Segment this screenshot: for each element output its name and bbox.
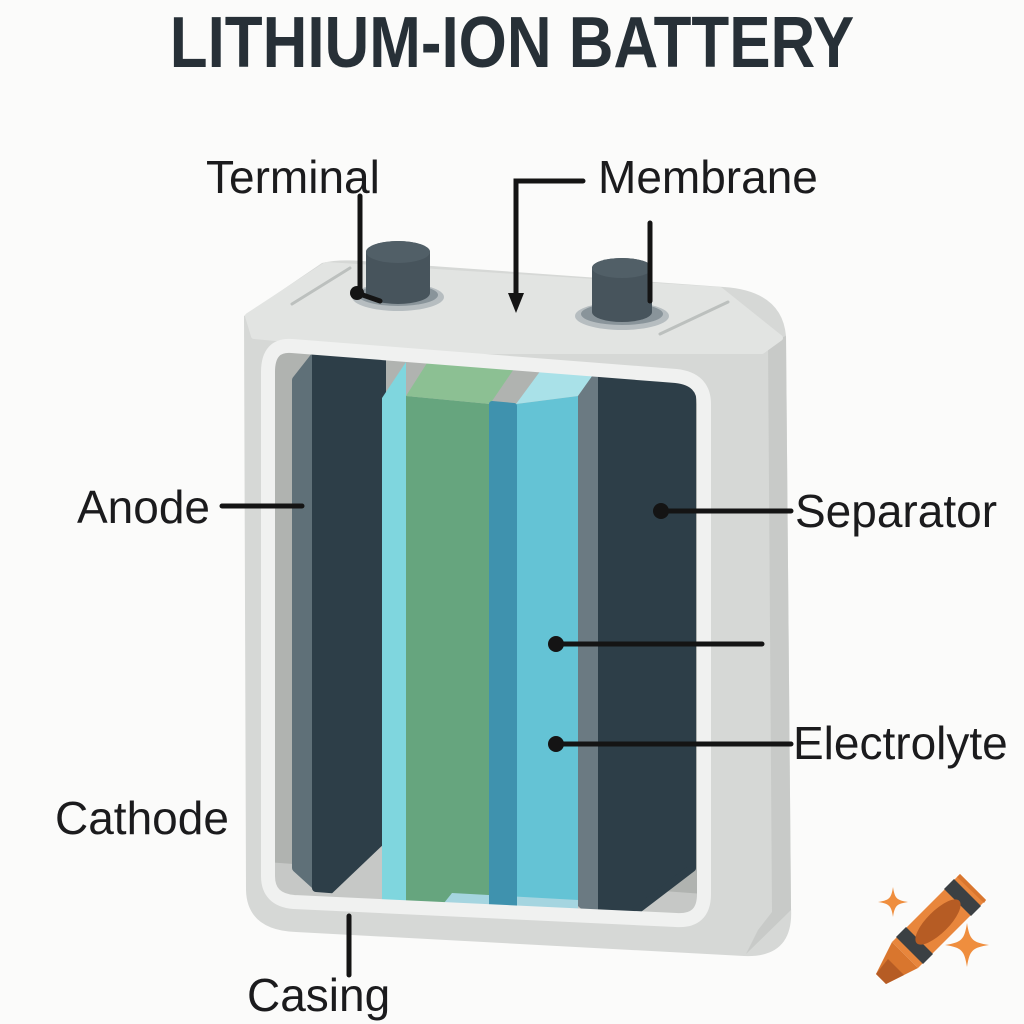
label-anode: Anode	[77, 481, 211, 533]
crayon-band-front	[896, 927, 933, 964]
label-membrane: Membrane	[598, 151, 818, 203]
leader-dot-terminal	[350, 286, 364, 300]
leader-line-membrane	[513, 178, 586, 299]
membrane-strip	[489, 401, 517, 921]
crayon-icon	[876, 874, 989, 984]
right-terminal-top	[592, 258, 652, 278]
leader-lines	[219, 178, 794, 978]
green-electrode-front	[406, 396, 490, 921]
leader-arrow-membrane	[508, 293, 524, 313]
crayon-band-back	[944, 879, 981, 916]
anode-plate-front	[312, 348, 386, 897]
leader-dot-electrolyte	[548, 736, 564, 752]
label-separator: Separator	[795, 485, 998, 537]
left-terminal	[352, 241, 444, 311]
crayon-label-oval	[915, 899, 961, 945]
green-electrode-side	[382, 362, 406, 920]
inner-frame	[261, 338, 711, 928]
casing-groove	[290, 266, 730, 336]
right-terminal	[575, 258, 669, 330]
anode-plate	[292, 348, 386, 921]
crayon-end-cap	[957, 874, 986, 903]
green-electrode	[382, 352, 520, 921]
label-electrolyte: Electrolyte	[793, 717, 1008, 769]
label-cathode: Cathode	[55, 792, 229, 844]
sparkle-icon	[878, 887, 908, 917]
crayon-tip-point	[876, 959, 904, 984]
label-terminal: Terminal	[206, 151, 380, 203]
casing-right-edge	[746, 336, 791, 954]
electrolyte-layer-front	[516, 396, 578, 921]
page-title: LITHIUM-ION BATTERY	[169, 3, 855, 83]
leader-dot-upper	[548, 636, 564, 652]
label-casing: Casing	[247, 969, 391, 1021]
left-terminal-top	[366, 241, 430, 263]
leader-dot-separator	[653, 503, 669, 519]
sparkle-icon	[945, 923, 989, 967]
